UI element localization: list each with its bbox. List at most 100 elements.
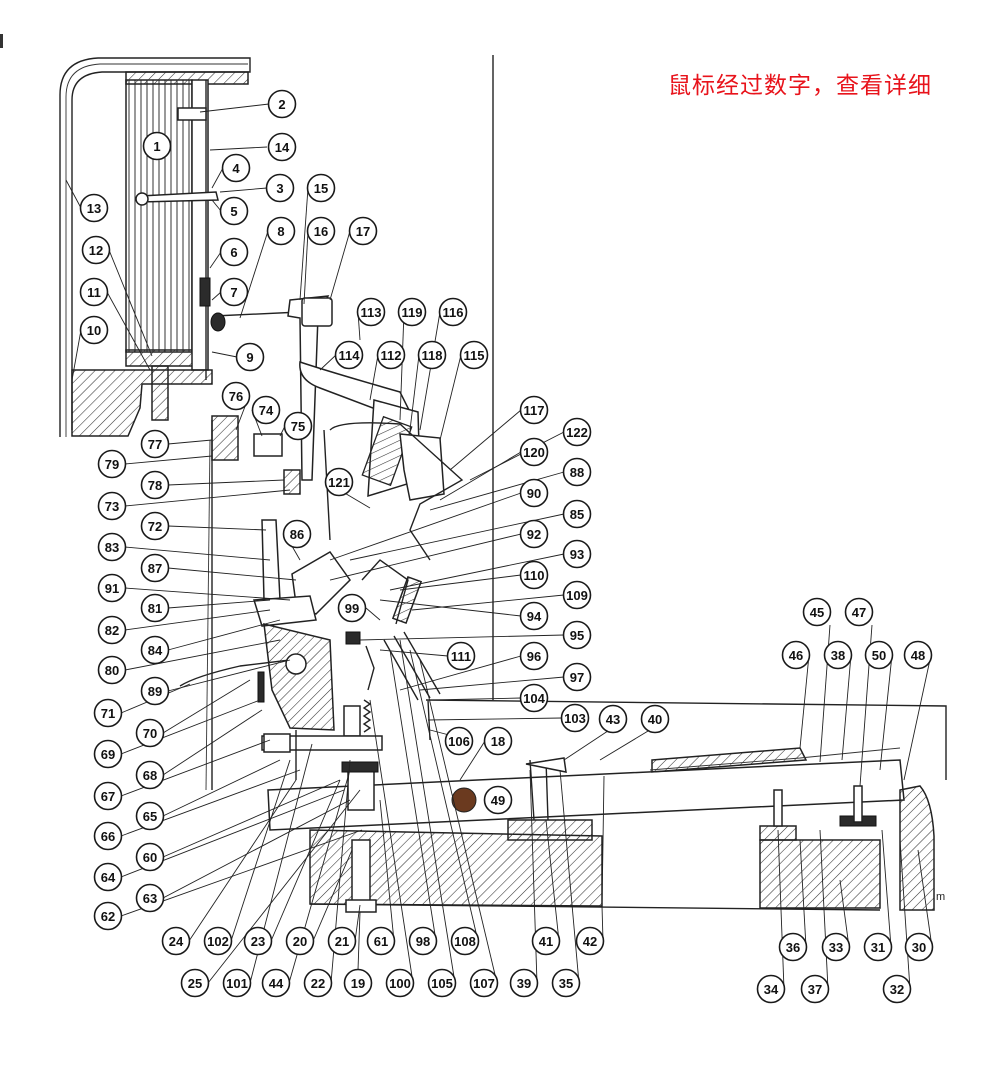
callout-19[interactable]: 19 (343, 968, 373, 998)
callout-78[interactable]: 78 (140, 470, 170, 500)
callout-118[interactable]: 118 (417, 340, 447, 370)
callout-111[interactable]: 111 (446, 641, 476, 671)
callout-43[interactable]: 43 (598, 704, 628, 734)
callout-50[interactable]: 50 (864, 640, 894, 670)
callout-64[interactable]: 64 (93, 862, 123, 892)
callout-89[interactable]: 89 (140, 676, 170, 706)
callout-69[interactable]: 69 (93, 739, 123, 769)
callout-40[interactable]: 40 (640, 704, 670, 734)
callout-72[interactable]: 72 (140, 511, 170, 541)
callout-23[interactable]: 23 (243, 926, 273, 956)
callout-115[interactable]: 115 (459, 340, 489, 370)
callout-70[interactable]: 70 (135, 718, 165, 748)
callout-8[interactable]: 8 (266, 216, 296, 246)
callout-44[interactable]: 44 (261, 968, 291, 998)
callout-24[interactable]: 24 (161, 926, 191, 956)
callout-73[interactable]: 73 (97, 491, 127, 521)
callout-34[interactable]: 34 (756, 974, 786, 1004)
callout-88[interactable]: 88 (562, 457, 592, 487)
callout-101[interactable]: 101 (222, 968, 252, 998)
callout-16[interactable]: 16 (306, 216, 336, 246)
callout-63[interactable]: 63 (135, 883, 165, 913)
callout-48[interactable]: 48 (903, 640, 933, 670)
callout-82[interactable]: 82 (97, 615, 127, 645)
callout-39[interactable]: 39 (509, 968, 539, 998)
callout-17[interactable]: 17 (348, 216, 378, 246)
callout-13[interactable]: 13 (79, 193, 109, 223)
callout-86[interactable]: 86 (282, 519, 312, 549)
callout-121[interactable]: 121 (324, 467, 354, 497)
callout-20[interactable]: 20 (285, 926, 315, 956)
callout-87[interactable]: 87 (140, 553, 170, 583)
callout-85[interactable]: 85 (562, 499, 592, 529)
callout-106[interactable]: 106 (444, 726, 474, 756)
callout-21[interactable]: 21 (327, 926, 357, 956)
callout-74[interactable]: 74 (251, 395, 281, 425)
callout-65[interactable]: 65 (135, 801, 165, 831)
callout-61[interactable]: 61 (366, 926, 396, 956)
callout-77[interactable]: 77 (140, 429, 170, 459)
callout-67[interactable]: 67 (93, 781, 123, 811)
callout-38[interactable]: 38 (823, 640, 853, 670)
callout-31[interactable]: 31 (863, 932, 893, 962)
callout-32[interactable]: 32 (882, 974, 912, 1004)
callout-6[interactable]: 6 (219, 237, 249, 267)
callout-68[interactable]: 68 (135, 760, 165, 790)
callout-12[interactable]: 12 (81, 235, 111, 265)
callout-2[interactable]: 2 (267, 89, 297, 119)
callout-122[interactable]: 122 (562, 417, 592, 447)
callout-103[interactable]: 103 (560, 703, 590, 733)
callout-84[interactable]: 84 (140, 635, 170, 665)
callout-110[interactable]: 110 (519, 560, 549, 590)
callout-95[interactable]: 95 (562, 620, 592, 650)
callout-92[interactable]: 92 (519, 519, 549, 549)
callout-14[interactable]: 14 (267, 132, 297, 162)
callout-47[interactable]: 47 (844, 597, 874, 627)
callout-45[interactable]: 45 (802, 597, 832, 627)
callout-4[interactable]: 4 (221, 153, 251, 183)
callout-75[interactable]: 75 (283, 411, 313, 441)
callout-81[interactable]: 81 (140, 593, 170, 623)
callout-33[interactable]: 33 (821, 932, 851, 962)
callout-35[interactable]: 35 (551, 968, 581, 998)
callout-97[interactable]: 97 (562, 662, 592, 692)
callout-46[interactable]: 46 (781, 640, 811, 670)
callout-1[interactable]: 1 (142, 131, 172, 161)
callout-100[interactable]: 100 (385, 968, 415, 998)
callout-119[interactable]: 119 (397, 297, 427, 327)
callout-18[interactable]: 18 (483, 726, 513, 756)
callout-36[interactable]: 36 (778, 932, 808, 962)
callout-42[interactable]: 42 (575, 926, 605, 956)
callout-114[interactable]: 114 (334, 340, 364, 370)
callout-41[interactable]: 41 (531, 926, 561, 956)
callout-30[interactable]: 30 (904, 932, 934, 962)
callout-9[interactable]: 9 (235, 342, 265, 372)
callout-5[interactable]: 5 (219, 196, 249, 226)
callout-37[interactable]: 37 (800, 974, 830, 1004)
callout-25[interactable]: 25 (180, 968, 210, 998)
callout-79[interactable]: 79 (97, 449, 127, 479)
callout-117[interactable]: 117 (519, 395, 549, 425)
callout-107[interactable]: 107 (469, 968, 499, 998)
callout-109[interactable]: 109 (562, 580, 592, 610)
callout-102[interactable]: 102 (203, 926, 233, 956)
callout-10[interactable]: 10 (79, 315, 109, 345)
callout-7[interactable]: 7 (219, 277, 249, 307)
callout-91[interactable]: 91 (97, 573, 127, 603)
callout-93[interactable]: 93 (562, 539, 592, 569)
callout-104[interactable]: 104 (519, 683, 549, 713)
callout-105[interactable]: 105 (427, 968, 457, 998)
callout-96[interactable]: 96 (519, 641, 549, 671)
callout-113[interactable]: 113 (356, 297, 386, 327)
callout-11[interactable]: 11 (79, 277, 109, 307)
callout-112[interactable]: 112 (376, 340, 406, 370)
callout-60[interactable]: 60 (135, 842, 165, 872)
callout-15[interactable]: 15 (306, 173, 336, 203)
callout-94[interactable]: 94 (519, 601, 549, 631)
callout-62[interactable]: 62 (93, 901, 123, 931)
callout-22[interactable]: 22 (303, 968, 333, 998)
callout-108[interactable]: 108 (450, 926, 480, 956)
callout-71[interactable]: 71 (93, 698, 123, 728)
callout-3[interactable]: 3 (265, 173, 295, 203)
callout-90[interactable]: 90 (519, 478, 549, 508)
